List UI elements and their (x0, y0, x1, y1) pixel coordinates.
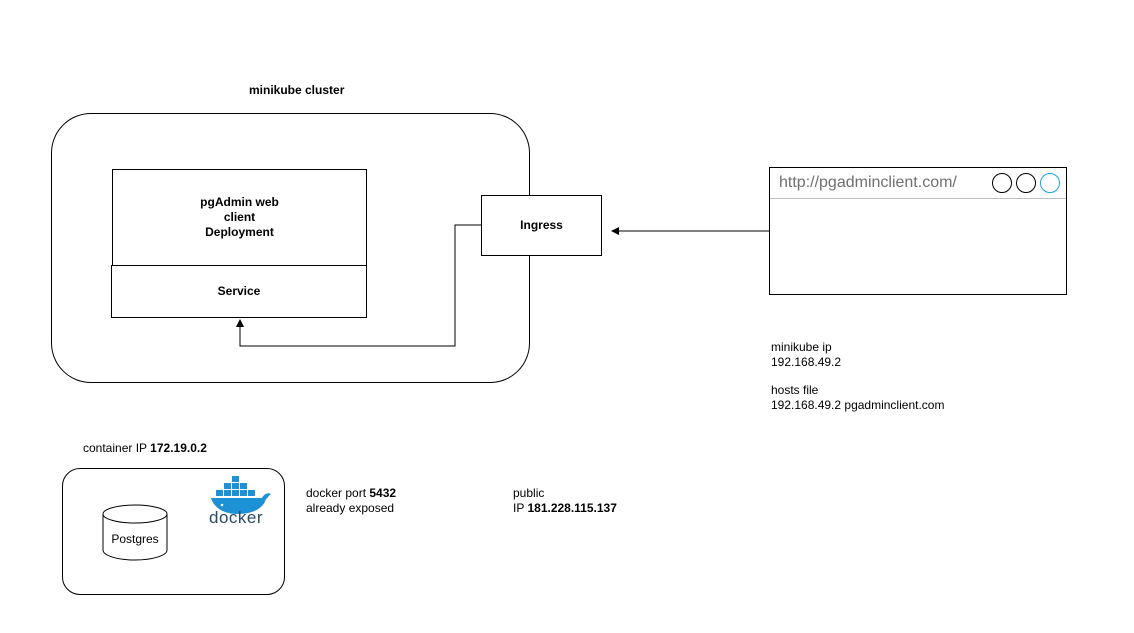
browser-button-3-icon[interactable] (1040, 173, 1060, 193)
minikube-ip-label: minikube ip (771, 340, 832, 354)
hosts-file-note: hosts file 192.168.49.2 pgadminclient.co… (771, 383, 944, 413)
service-box[interactable]: Service (111, 265, 367, 318)
docker-logo-icon (211, 476, 271, 514)
container-ip-value: 172.19.0.2 (150, 441, 207, 455)
container-ip-note: container IP 172.19.0.2 (83, 441, 207, 456)
postgres-database-icon[interactable] (102, 504, 168, 562)
deployment-line-2: client (223, 210, 256, 224)
docker-port-note-text: already exposed (306, 501, 395, 515)
public-label: public (513, 486, 545, 500)
public-ip-note: public IP 181.228.115.137 (513, 486, 617, 516)
service-label: Service (217, 284, 261, 298)
minikube-ip-note: minikube ip 192.168.49.2 (771, 340, 841, 370)
deployment-line-1: pgAdmin web (200, 195, 279, 209)
ingress-box[interactable]: Ingress (481, 195, 602, 256)
browser-button-2-icon[interactable] (1016, 173, 1036, 193)
browser-button-1-icon[interactable] (992, 173, 1012, 193)
cluster-title: minikube cluster (249, 83, 345, 97)
docker-container-box[interactable] (62, 468, 285, 595)
container-ip-label: container IP (83, 441, 147, 455)
deployment-line-3: Deployment (205, 225, 274, 239)
hosts-file-value: 192.168.49.2 pgadminclient.com (771, 398, 945, 412)
docker-logo-text: docker (209, 508, 264, 527)
minikube-ip-value: 192.168.49.2 (771, 355, 842, 369)
docker-port-value: 5432 (369, 486, 397, 500)
ingress-label: Ingress (520, 218, 563, 232)
docker-port-note: docker port 5432 already exposed (306, 486, 396, 516)
public-ip-prefix: IP (513, 501, 525, 515)
browser-window[interactable]: http://pgadminclient.com/ (769, 167, 1067, 295)
deployment-box[interactable]: pgAdmin web client Deployment (112, 169, 367, 266)
ingress-to-service-arrow (236, 224, 481, 347)
browser-url: http://pgadminclient.com/ (779, 174, 957, 191)
hosts-file-label: hosts file (771, 383, 819, 397)
public-ip-value: 181.228.115.137 (527, 501, 617, 515)
docker-port-label: docker port (306, 486, 367, 500)
postgres-label: Postgres (111, 532, 159, 546)
browser-address-bar[interactable]: http://pgadminclient.com/ (770, 168, 1066, 199)
